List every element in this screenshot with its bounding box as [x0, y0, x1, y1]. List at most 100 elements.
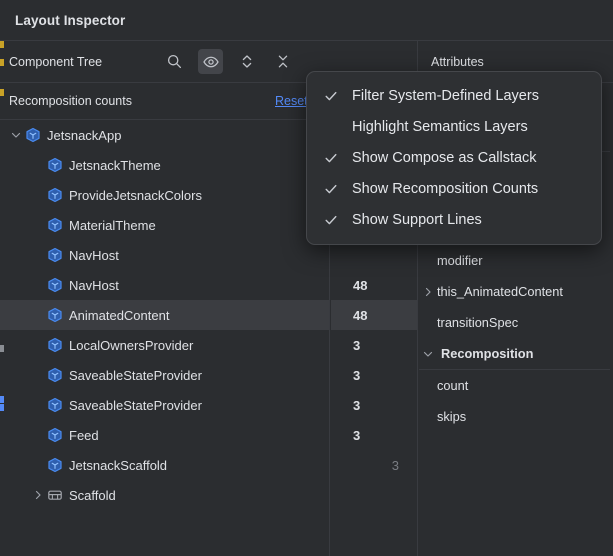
compose-node-icon — [46, 397, 63, 414]
check-icon — [321, 151, 340, 165]
tree-indent-spacer — [30, 420, 46, 450]
attribute-row[interactable]: modifier — [419, 245, 613, 276]
compose-node-icon — [46, 337, 63, 354]
menu-item-label: Show Compose as Callstack — [352, 149, 537, 166]
tree-row[interactable]: JetsnackApp — [0, 120, 329, 150]
recomposition-count-cell: 48 — [331, 300, 417, 330]
tree-row-label: ProvideJetsnackColors — [69, 187, 202, 203]
page-title: Layout Inspector — [15, 12, 126, 28]
recomposition-count-cell: 3 — [353, 367, 361, 383]
tree-row-label: JetsnackTheme — [69, 157, 161, 173]
attribute-row[interactable]: this_AnimatedContent — [419, 276, 613, 307]
component-tree-toolbar — [162, 41, 295, 82]
attribute-label: count — [437, 378, 469, 393]
tree-row-label: Scaffold — [69, 487, 116, 503]
tree-indent-spacer — [30, 240, 46, 270]
attributes-header: Attributes — [419, 41, 613, 82]
tree-indent-spacer — [30, 390, 46, 420]
tree-row[interactable]: NavHost — [0, 240, 329, 270]
eye-icon[interactable] — [198, 49, 223, 74]
gutter-mark — [0, 404, 4, 411]
view-node-icon — [46, 487, 63, 504]
tree-indent-spacer — [30, 300, 46, 330]
compose-node-icon — [46, 187, 63, 204]
compose-node-icon — [46, 157, 63, 174]
compose-node-icon — [46, 367, 63, 384]
tree-row[interactable]: ProvideJetsnackColors — [0, 180, 329, 210]
gutter-mark — [0, 89, 4, 96]
tree-row[interactable]: Scaffold — [0, 480, 329, 510]
attributes-title: Attributes — [431, 54, 484, 69]
recomposition-count-cell — [331, 480, 417, 510]
compose-node-icon — [46, 217, 63, 234]
menu-item-label: Filter System-Defined Layers — [352, 87, 539, 104]
gutter-mark — [0, 41, 4, 48]
menu-item-label: Highlight Semantics Layers — [352, 118, 528, 135]
tree-indent-spacer — [30, 150, 46, 180]
chevron-right-icon[interactable] — [30, 480, 46, 510]
recomposition-count-cell: 48 — [353, 277, 368, 293]
tree-indent-spacer — [30, 270, 46, 300]
tree-row[interactable]: Feed — [0, 420, 329, 450]
chevron-down-icon[interactable] — [419, 338, 437, 369]
tree-row[interactable]: JetsnackTheme — [0, 150, 329, 180]
tree-row-label: SaveableStateProvider — [69, 397, 202, 413]
attributes-scrollbar[interactable] — [610, 120, 613, 556]
chevron-down-icon[interactable] — [8, 120, 24, 150]
check-icon — [321, 213, 340, 227]
menu-item[interactable]: Show Support Lines — [307, 204, 601, 235]
menu-item[interactable]: Show Compose as Callstack — [307, 142, 601, 173]
tree-row-label: AnimatedContent — [69, 307, 170, 323]
collapse-all-icon[interactable] — [270, 49, 295, 74]
expand-all-icon[interactable] — [234, 49, 259, 74]
tree-row-label: MaterialTheme — [69, 217, 156, 233]
tree-row[interactable]: JetsnackScaffold — [0, 450, 329, 480]
reset-link[interactable]: Reset — [275, 94, 308, 108]
attribute-row[interactable]: skips — [419, 401, 613, 432]
menu-item-label: Show Support Lines — [352, 211, 482, 228]
attribute-row[interactable]: transitionSpec — [419, 307, 613, 338]
tree-row-label: LocalOwnersProvider — [69, 337, 194, 353]
attribute-group-row[interactable]: Recomposition — [419, 338, 613, 369]
tree-indent-spacer — [30, 360, 46, 390]
search-icon[interactable] — [162, 49, 187, 74]
component-tree-header: Component Tree — [0, 41, 418, 82]
attribute-label: this_AnimatedContent — [437, 284, 563, 299]
compose-node-icon — [46, 457, 63, 474]
chevron-right-icon[interactable] — [419, 276, 437, 307]
gutter-mark — [0, 396, 4, 403]
menu-item-label: Show Recomposition Counts — [352, 180, 539, 197]
recomposition-count-cell: 3 — [391, 457, 399, 473]
attribute-label: transitionSpec — [437, 315, 519, 330]
tree-row-label: NavHost — [69, 277, 119, 293]
recomposition-count-cell: 3 — [353, 427, 361, 443]
attribute-label: Recomposition — [441, 346, 534, 361]
attribute-row[interactable]: count — [419, 370, 613, 401]
check-icon — [321, 89, 340, 103]
tree-row[interactable]: NavHost — [0, 270, 329, 300]
gutter-mark — [0, 59, 4, 66]
tree-indent-spacer — [30, 330, 46, 360]
tree-indent-spacer — [30, 180, 46, 210]
tree-row[interactable]: SaveableStateProvider — [0, 390, 329, 420]
tree-row-label: JetsnackApp — [47, 127, 122, 143]
tree-row[interactable]: AnimatedContent — [0, 300, 329, 330]
window-titlebar: Layout Inspector — [0, 0, 613, 41]
tree-row[interactable]: SaveableStateProvider — [0, 360, 329, 390]
menu-item[interactable]: Highlight Semantics Layers — [307, 111, 601, 142]
menu-item[interactable]: Filter System-Defined Layers — [307, 80, 601, 111]
menu-item[interactable]: Show Recomposition Counts — [307, 173, 601, 204]
compose-node-icon — [46, 427, 63, 444]
tree-row[interactable]: MaterialTheme — [0, 210, 329, 240]
tree-row-label: NavHost — [69, 247, 119, 263]
gutter-mark — [0, 345, 4, 352]
compose-node-icon — [24, 127, 41, 144]
tree-row-label: Feed — [69, 427, 99, 443]
tree-row[interactable]: LocalOwnersProvider — [0, 330, 329, 360]
component-tree-title: Component Tree — [9, 54, 103, 69]
recomposition-count-cell: 3 — [353, 397, 361, 413]
